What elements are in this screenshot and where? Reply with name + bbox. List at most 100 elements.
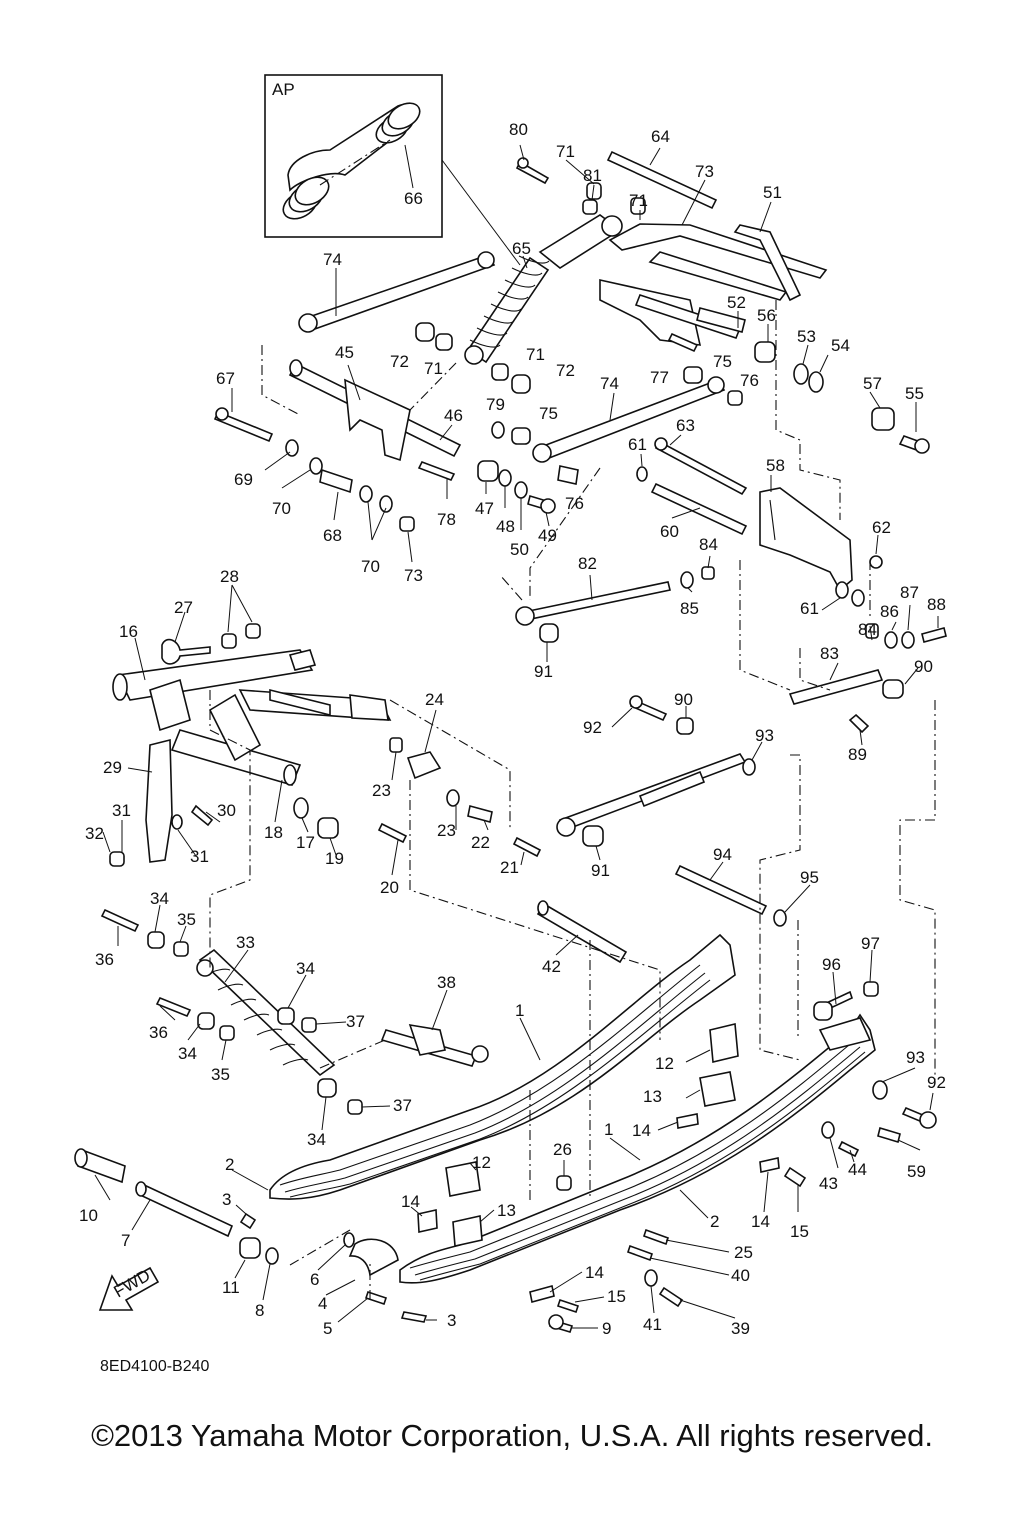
leader-lines	[94, 144, 939, 1329]
callout-1: 1	[604, 1120, 613, 1139]
callout-8: 8	[255, 1301, 264, 1320]
fwd-arrow-icon: FWD	[98, 1266, 160, 1311]
callout-64: 64	[651, 127, 670, 146]
callout-44: 44	[848, 1160, 867, 1179]
callout-89: 89	[848, 745, 867, 764]
callout-10: 10	[79, 1206, 98, 1225]
callout-70: 70	[272, 499, 291, 518]
callout-91: 91	[591, 861, 610, 880]
callout-91: 91	[534, 662, 553, 681]
callout-81: 81	[583, 166, 602, 185]
callout-2: 2	[225, 1155, 234, 1174]
callout-92: 92	[927, 1073, 946, 1092]
upper-arm-assembly	[213, 150, 930, 607]
callout-73: 73	[404, 566, 423, 585]
callout-78: 78	[437, 510, 456, 529]
callout-74: 74	[600, 374, 619, 393]
middle-arm-assembly	[109, 566, 947, 964]
callout-13: 13	[497, 1201, 516, 1220]
callout-32: 32	[85, 824, 104, 843]
callout-26: 26	[553, 1140, 572, 1159]
callout-61: 61	[800, 599, 819, 618]
callout-56: 56	[757, 306, 776, 325]
callout-65: 65	[512, 239, 531, 258]
callout-14: 14	[632, 1121, 651, 1140]
callout-4: 4	[318, 1294, 327, 1313]
callout-60: 60	[660, 522, 679, 541]
callout-50: 50	[510, 540, 529, 559]
callout-36: 36	[95, 950, 114, 969]
callout-87: 87	[900, 583, 919, 602]
callout-38: 38	[437, 973, 456, 992]
callout-21: 21	[500, 858, 519, 877]
callout-1: 1	[515, 1001, 524, 1020]
callout-15: 15	[790, 1222, 809, 1241]
callout-72: 72	[556, 361, 575, 380]
callout-3: 3	[447, 1311, 456, 1330]
callout-20: 20	[380, 878, 399, 897]
callout-30: 30	[217, 801, 236, 820]
callout-39: 39	[731, 1319, 750, 1338]
callout-27: 27	[174, 598, 193, 617]
callout-22: 22	[471, 833, 490, 852]
callout-15: 15	[607, 1287, 626, 1306]
callout-13: 13	[643, 1087, 662, 1106]
callout-90: 90	[674, 690, 693, 709]
callout-53: 53	[797, 327, 816, 346]
callout-46: 46	[444, 406, 463, 425]
callout-95: 95	[800, 868, 819, 887]
callout-34: 34	[296, 959, 315, 978]
callout-43: 43	[819, 1174, 838, 1193]
callout-37: 37	[346, 1012, 365, 1031]
callout-84: 84	[699, 535, 718, 554]
callout-71: 71	[629, 191, 648, 210]
callout-93: 93	[906, 1048, 925, 1067]
callout-7: 7	[121, 1231, 130, 1250]
callout-23: 23	[437, 821, 456, 840]
callout-42: 42	[542, 957, 561, 976]
inset-label: AP	[272, 80, 295, 99]
callout-41: 41	[643, 1315, 662, 1334]
callout-14: 14	[401, 1192, 420, 1211]
callout-11: 11	[222, 1278, 240, 1297]
callout-74: 74	[323, 250, 342, 269]
callout-75: 75	[713, 352, 732, 371]
callout-83: 83	[820, 644, 839, 663]
callout-36: 36	[149, 1023, 168, 1042]
callout-96: 96	[822, 955, 841, 974]
callout-16: 16	[119, 622, 138, 641]
callout-12: 12	[655, 1054, 674, 1073]
callout-69: 69	[234, 470, 253, 489]
inset-box: AP	[264, 74, 521, 266]
callout-88: 88	[927, 595, 946, 614]
callout-57: 57	[863, 374, 882, 393]
bellows-boot-part	[282, 102, 421, 220]
assembly-lines	[209, 300, 936, 1300]
callout-23: 23	[372, 781, 391, 800]
rear-shock-assembly	[100, 908, 489, 1115]
callout-94: 94	[713, 845, 732, 864]
callout-34: 34	[178, 1044, 197, 1063]
callout-97: 97	[861, 934, 880, 953]
callout-6: 6	[310, 1270, 319, 1289]
callout-76: 76	[740, 371, 759, 390]
callout-55: 55	[905, 384, 924, 403]
callout-47: 47	[475, 499, 494, 518]
callout-24: 24	[425, 690, 444, 709]
callout-71: 71	[556, 142, 575, 161]
callout-76: 76	[565, 494, 584, 513]
callout-51: 51	[763, 183, 782, 202]
callout-12: 12	[472, 1153, 491, 1172]
callout-62: 62	[872, 518, 891, 537]
callout-17: 17	[296, 833, 315, 852]
callout-45: 45	[335, 343, 354, 362]
callout-63: 63	[676, 416, 695, 435]
callout-90: 90	[914, 657, 933, 676]
callout-9: 9	[602, 1319, 611, 1338]
callout-86: 86	[880, 602, 899, 621]
callout-59: 59	[907, 1162, 926, 1181]
callout-14: 14	[585, 1263, 604, 1282]
callout-28: 28	[220, 567, 239, 586]
callout-66: 66	[404, 189, 423, 208]
